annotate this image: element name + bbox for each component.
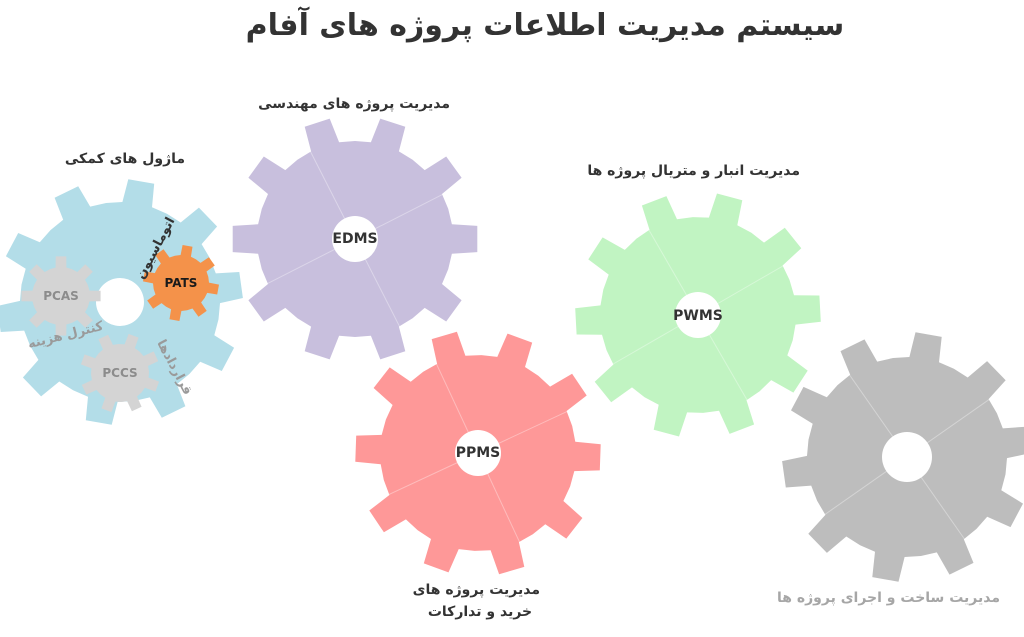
pcas-gear <box>21 256 101 336</box>
edms-gear <box>232 118 478 360</box>
pwms-gear-label: مدیریت انبار و متریال پروژه ها <box>587 163 800 179</box>
pccs-code: PCCS <box>102 366 138 380</box>
pccs-gear <box>80 333 160 413</box>
ppms-code: PPMS <box>455 445 501 461</box>
pcas-code: PCAS <box>43 289 79 303</box>
pats-gear <box>143 245 219 321</box>
pats-gear-body <box>143 245 219 321</box>
ppms-gear <box>355 331 601 575</box>
ppms-gear-hub <box>455 430 501 476</box>
construction-gear-hub <box>882 432 932 482</box>
support-gear-label: ماژول های کمکی <box>64 151 186 167</box>
pats-code: PATS <box>164 276 198 290</box>
pwms-gear <box>575 193 821 437</box>
pwms-gear-hub <box>675 292 721 338</box>
edms-gear-hub <box>332 216 378 262</box>
ppms-gear-label-line1: مدیریت پروژه های <box>412 582 540 598</box>
pcas-gear-body <box>21 256 101 336</box>
pwms-code: PWMS <box>673 308 723 324</box>
edms-code: EDMS <box>332 231 378 247</box>
page-title: سیستم مدیریت اطلاعات پروژه های آفام <box>245 8 845 43</box>
edms-gear-label: مدیریت پروژه های مهندسی <box>258 96 450 112</box>
support-gear <box>0 179 243 425</box>
construction-gear <box>782 332 1024 582</box>
support-gear-hub <box>96 278 144 326</box>
construction-gear-label: مدیریت ساخت و اجرای پروژه ها <box>777 590 1000 606</box>
pccs-gear-body <box>80 333 160 413</box>
ppms-gear-label-line2: خرید و تدارکات <box>427 604 533 620</box>
